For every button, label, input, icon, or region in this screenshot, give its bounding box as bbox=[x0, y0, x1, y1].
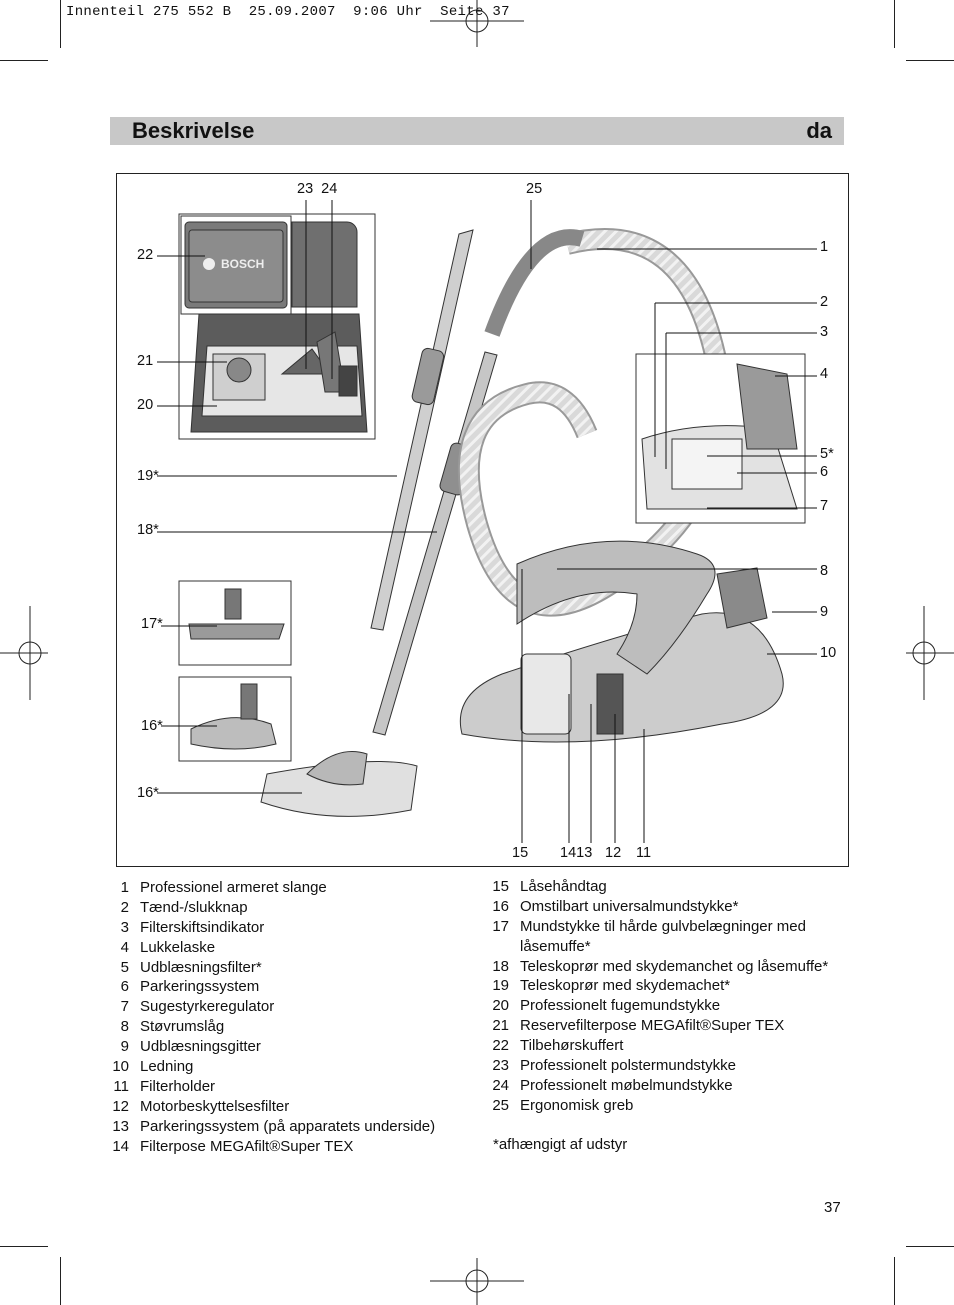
callout-6: 6 bbox=[820, 464, 829, 480]
callout-14-13: 1413 bbox=[560, 845, 593, 861]
page-title: Beskrivelse bbox=[132, 118, 255, 143]
footnote: *afhængigt af udstyr bbox=[493, 1136, 628, 1153]
print-slug-header: Innenteil 275 552 B 25.09.2007 9:06 Uhr … bbox=[66, 4, 510, 20]
callout-12: 12 bbox=[605, 845, 622, 861]
callout-21: 21 bbox=[137, 353, 154, 369]
callout-9: 9 bbox=[820, 604, 829, 620]
detail-inset bbox=[635, 353, 806, 524]
callout-16-lower: 16* bbox=[137, 785, 159, 801]
callout-16-upper: 16* bbox=[141, 718, 163, 734]
callout-23-24: 23 24 bbox=[297, 181, 338, 197]
callout-25: 25 bbox=[526, 181, 543, 197]
callout-20: 20 bbox=[137, 397, 154, 413]
callout-4: 4 bbox=[820, 366, 829, 382]
vacuum-illustration: BOSCH bbox=[157, 200, 817, 843]
callout-18: 18* bbox=[137, 522, 159, 538]
callout-15: 15 bbox=[512, 845, 529, 861]
nozzle-insets bbox=[178, 580, 292, 762]
hose bbox=[457, 228, 732, 617]
brand-logo: BOSCH bbox=[221, 257, 264, 271]
callout-17: 17* bbox=[141, 616, 163, 632]
vacuum-body bbox=[459, 540, 784, 743]
callout-22: 22 bbox=[137, 247, 154, 263]
accessory-case: BOSCH bbox=[178, 213, 376, 440]
callout-7: 7 bbox=[820, 498, 829, 514]
callout-5: 5* bbox=[820, 446, 834, 462]
callout-3: 3 bbox=[820, 324, 829, 340]
callout-1: 1 bbox=[820, 239, 829, 255]
callout-8: 8 bbox=[820, 563, 829, 579]
callout-10: 10 bbox=[820, 645, 837, 661]
callout-2: 2 bbox=[820, 294, 829, 310]
product-diagram: BOSCH bbox=[116, 173, 849, 867]
language-code: da bbox=[806, 118, 832, 143]
callout-19: 19* bbox=[137, 468, 159, 484]
callout-11: 11 bbox=[636, 845, 652, 861]
section-title-bar: Beskrivelse da bbox=[110, 117, 844, 145]
leader-lines bbox=[157, 200, 817, 843]
page-number: 37 bbox=[824, 1199, 841, 1216]
